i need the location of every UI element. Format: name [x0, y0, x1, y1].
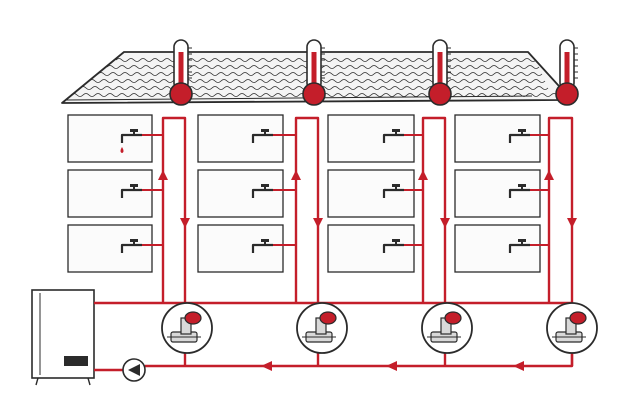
- facade-panel: [327, 169, 415, 218]
- facade-panel: [67, 224, 153, 273]
- facade-panel: [197, 114, 284, 163]
- flow-arrow-icon: [313, 218, 323, 228]
- thermometer-icon: [302, 39, 326, 106]
- balancing-valve-icon: [296, 302, 348, 354]
- thermometers: [169, 39, 579, 106]
- water-tap-icon: [251, 129, 273, 143]
- riser-loop-pipe: [161, 116, 187, 315]
- flow-arrow-icon: [440, 218, 450, 228]
- return-main-pipe: [145, 342, 574, 368]
- flow-arrow-icon: [544, 170, 554, 180]
- circulation-pipes: [94, 116, 574, 372]
- facade-panel: [454, 114, 541, 163]
- flow-arrows: [158, 170, 577, 371]
- circulation-pump-icon: [122, 358, 146, 382]
- flow-arrow-icon: [180, 218, 190, 228]
- flow-arrow-icon: [261, 361, 272, 371]
- facade-panel: [197, 169, 284, 218]
- water-drop-icon: [120, 147, 124, 153]
- balancing-valves: [161, 302, 598, 354]
- water-tap-icon: [382, 184, 404, 198]
- water-tap-icon: [508, 129, 530, 143]
- water-tap-icon: [382, 129, 404, 143]
- water-tap-icon: [251, 184, 273, 198]
- thermometer-icon: [428, 39, 452, 106]
- water-tap-icon: [120, 129, 142, 143]
- flow-arrow-icon: [418, 170, 428, 180]
- facade-panel: [197, 224, 284, 273]
- facade-panel: [67, 169, 153, 218]
- water-tap-icon: [120, 239, 142, 253]
- facade-panel: [67, 114, 153, 163]
- facade-panel: [327, 114, 415, 163]
- balancing-valve-icon: [161, 302, 213, 354]
- flow-arrow-icon: [567, 218, 577, 228]
- flow-arrow-icon: [513, 361, 524, 371]
- facade-panel: [454, 169, 541, 218]
- thermometer-icon: [169, 39, 193, 106]
- flow-arrow-icon: [291, 170, 301, 180]
- water-heater-icon: [31, 289, 95, 386]
- flow-arrow-icon: [386, 361, 397, 371]
- riser-loop-pipe: [421, 116, 447, 315]
- facade-panel: [327, 224, 415, 273]
- riser-loop-pipe: [294, 116, 320, 315]
- water-tap-icon: [382, 239, 404, 253]
- balancing-valve-icon: [546, 302, 598, 354]
- facade-panel: [454, 224, 541, 273]
- balancing-valve-icon: [421, 302, 473, 354]
- thermometer-icon: [555, 39, 579, 106]
- water-tap-icon: [251, 239, 273, 253]
- flow-arrow-icon: [158, 170, 168, 180]
- water-tap-icon: [120, 184, 142, 198]
- water-tap-icon: [508, 239, 530, 253]
- water-tap-icon: [508, 184, 530, 198]
- building-facade: [67, 114, 549, 273]
- riser-loop-pipe: [547, 116, 574, 315]
